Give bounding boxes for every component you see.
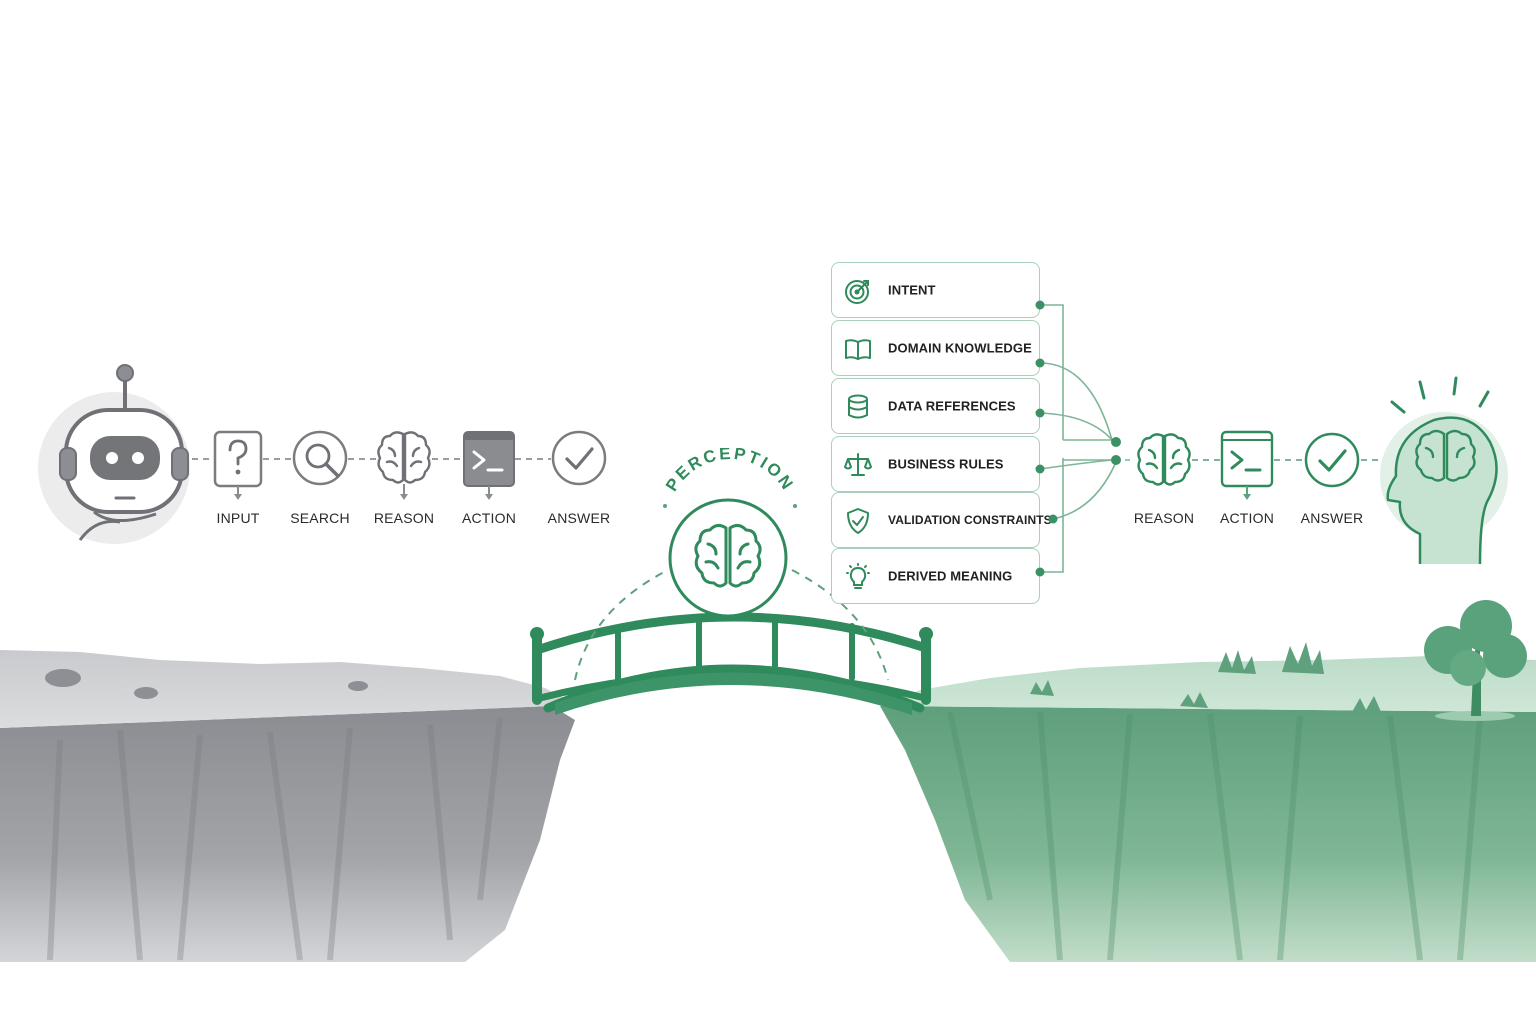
target-icon <box>845 280 869 304</box>
context-card-label: DERIVED MEANING <box>888 568 1013 584</box>
context-card-validation-constraints: VALIDATION CONSTRAINTS <box>831 492 1052 548</box>
left-step-label-answer: ANSWER <box>547 510 611 526</box>
check-icon <box>551 430 607 486</box>
right-cliff-face <box>880 706 1536 962</box>
left-cliff-face <box>0 706 575 962</box>
context-card-label: BUSINESS RULES <box>888 456 1004 472</box>
context-card-business-rules: BUSINESS RULES <box>831 436 1040 492</box>
context-card-label: DOMAIN KNOWLEDGE <box>888 340 1032 356</box>
right-cliff-top <box>880 656 1536 712</box>
database-icon <box>848 394 868 419</box>
left-rocks <box>45 669 368 699</box>
check-icon <box>1304 432 1360 488</box>
context-card-derived-meaning: DERIVED MEANING <box>831 548 1040 604</box>
terminal-icon <box>463 431 515 500</box>
question-icon <box>213 430 263 500</box>
search-icon <box>292 430 348 486</box>
left-cliff-top <box>0 650 575 728</box>
context-card-domain-knowledge: DOMAIN KNOWLEDGE <box>831 320 1040 376</box>
robot-icon <box>38 364 190 544</box>
left-step-label-action: ACTION <box>461 510 517 526</box>
brain-icon <box>377 431 431 500</box>
right-cliff-streaks <box>947 711 1483 961</box>
context-card-label: VALIDATION CONSTRAINTS <box>888 513 1052 527</box>
scales-icon <box>844 453 872 476</box>
left-step-label-reason: REASON <box>373 510 435 526</box>
perception-arcs <box>574 569 889 681</box>
perception-badge: PERCEPTION <box>662 448 798 618</box>
left-step-label-search: SEARCH <box>290 510 350 526</box>
lightbulb-icon <box>846 563 870 589</box>
grass-tufts <box>1030 642 1382 714</box>
right-step-label-reason: REASON <box>1133 510 1195 526</box>
tree-icon <box>1424 600 1527 721</box>
left-step-label-input: INPUT <box>216 510 260 526</box>
shield-check-icon <box>847 508 869 534</box>
perception-label: PERCEPTION <box>662 448 798 495</box>
context-card-label: DATA REFERENCES <box>888 398 1016 414</box>
context-card-label: INTENT <box>888 282 936 298</box>
context-card-intent: INTENT <box>831 262 1040 318</box>
terminal-icon <box>1220 430 1274 500</box>
bridge <box>530 612 933 715</box>
right-step-label-action: ACTION <box>1219 510 1275 526</box>
right-step-label-answer: ANSWER <box>1300 510 1364 526</box>
book-icon <box>845 339 871 360</box>
brain-icon <box>1137 433 1191 486</box>
left-cliff-streaks <box>47 717 503 961</box>
human-head-icon <box>1380 376 1508 565</box>
brain-icon <box>694 523 762 588</box>
context-card-data-references: DATA REFERENCES <box>831 378 1040 434</box>
